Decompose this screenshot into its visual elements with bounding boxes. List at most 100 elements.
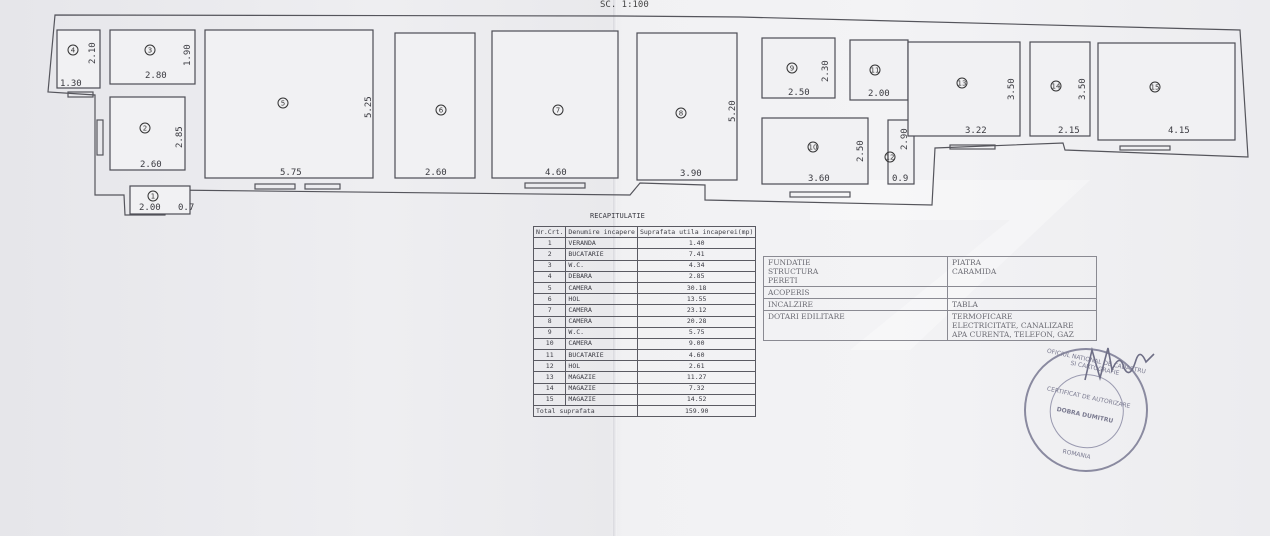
recap-cell-nr: 14 [532,382,567,395]
header-name: Denumire incapere [565,225,638,239]
svg-text:2: 2 [143,125,147,133]
svg-text:0.9: 0.9 [892,174,908,184]
total-label: Total suprafata [533,404,638,418]
svg-text:1: 1 [151,193,155,201]
room-9 [761,37,836,99]
room-5 [204,29,374,179]
recap-cell-area: 4.60 [636,349,757,362]
recap-cell-name: CAMERA [565,337,638,351]
svg-text:6: 6 [439,107,444,115]
recap-header-row: Nr.Crt. Denumire incapere Suprafata util… [532,225,757,239]
recap-cell-nr: 8 [532,315,567,328]
recap-cell-name: CAMERA [565,315,638,328]
svg-text:2.30: 2.30 [821,60,831,82]
svg-text:2.90: 2.90 [900,128,910,150]
room-13 [907,41,1021,137]
svg-text:2.10: 2.10 [88,42,98,64]
svg-text:3.50: 3.50 [1078,78,1088,100]
room-10 [761,117,869,185]
svg-text:2.15: 2.15 [1058,126,1080,136]
recap-cell-area: 2.85 [636,270,757,283]
room-4 [56,29,101,89]
outer-wall [47,14,1249,216]
svg-text:2.00: 2.00 [868,89,890,99]
recap-cell-name: CAMERA [565,281,638,295]
recap-cell-name: MAGAZIE [565,393,638,407]
recap-cell-area: 1.40 [636,237,757,250]
total-value: 159.90 [636,404,757,418]
specs-label: FUNDATIE STRUCTURA PERETI [763,256,948,287]
recap-cell-nr: 11 [532,349,567,362]
windows [67,91,1171,198]
svg-text:1.90: 1.90 [183,44,193,66]
specs-label: ACOPERIS [763,286,948,299]
recap-cell-nr: 7 [532,304,567,317]
recap-cell-area: 9.00 [636,337,757,351]
specs-value: PIATRA CARAMIDA [947,256,1097,287]
room-8 [636,32,738,181]
svg-text:0.7: 0.7 [178,203,194,213]
svg-text:2.60: 2.60 [425,168,447,178]
recap-cell-name: W.C. [565,259,638,272]
scale-label: SC. 1:100 [600,0,649,10]
room-2 [109,96,186,171]
svg-text:1.30: 1.30 [60,79,82,89]
svg-text:5.25: 5.25 [364,96,374,118]
recap-total-row: Total suprafata 159.90 [533,404,757,418]
header-area: Suprafata utila incaperei(mp) [636,225,757,239]
svg-text:2.50: 2.50 [856,140,866,162]
svg-text:4: 4 [71,47,76,55]
svg-text:8: 8 [679,110,683,118]
recap-cell-nr: 6 [532,293,567,306]
recap-cell-area: 7.41 [636,248,757,261]
recap-cell-name: CAMERA [565,304,638,317]
svg-text:2.85: 2.85 [175,126,185,148]
specs-row: ACOPERIS [763,286,1097,299]
recap-cell-area: 20.28 [636,315,757,328]
svg-text:2.00: 2.00 [139,203,161,213]
svg-text:10: 10 [809,144,818,152]
recap-cell-area: 2.61 [636,360,757,373]
recap-cell-nr: 2 [532,248,567,261]
room-6 [394,32,476,179]
header-nr: Nr.Crt. [532,225,567,239]
svg-text:2.60: 2.60 [140,160,162,170]
specs-value: TABLA [947,298,1097,311]
recap-cell-nr: 10 [532,337,567,351]
svg-text:11: 11 [871,67,880,75]
room-11 [849,39,909,101]
recap-cell-nr: 15 [532,393,567,407]
dimensions: 2.00 0.7 2.85 2.60 1.90 2.80 2.10 1.30 5… [60,42,1190,213]
room-7 [491,30,619,179]
svg-text:3.22: 3.22 [965,126,987,136]
recap-cell-name: HOL [565,360,638,373]
specs-value [947,286,1097,299]
svg-text:5.75: 5.75 [280,168,302,178]
svg-text:5.20: 5.20 [728,100,738,122]
recap-cell-nr: 4 [532,270,567,283]
recap-cell-name: W.C. [565,326,638,339]
recap-cell-nr: 9 [532,326,567,339]
recap-cell-area: 14.52 [636,393,757,407]
recap-title: RECAPITULATIE [590,212,645,220]
recap-cell-area: 23.12 [636,304,757,317]
recap-cell-nr: 13 [532,371,567,384]
recap-cell-area: 13.55 [636,293,757,306]
svg-text:12: 12 [886,154,895,162]
svg-text:5: 5 [281,100,285,108]
recap-cell-area: 4.34 [636,259,757,272]
svg-text:3: 3 [148,47,152,55]
svg-text:14: 14 [1052,83,1061,91]
